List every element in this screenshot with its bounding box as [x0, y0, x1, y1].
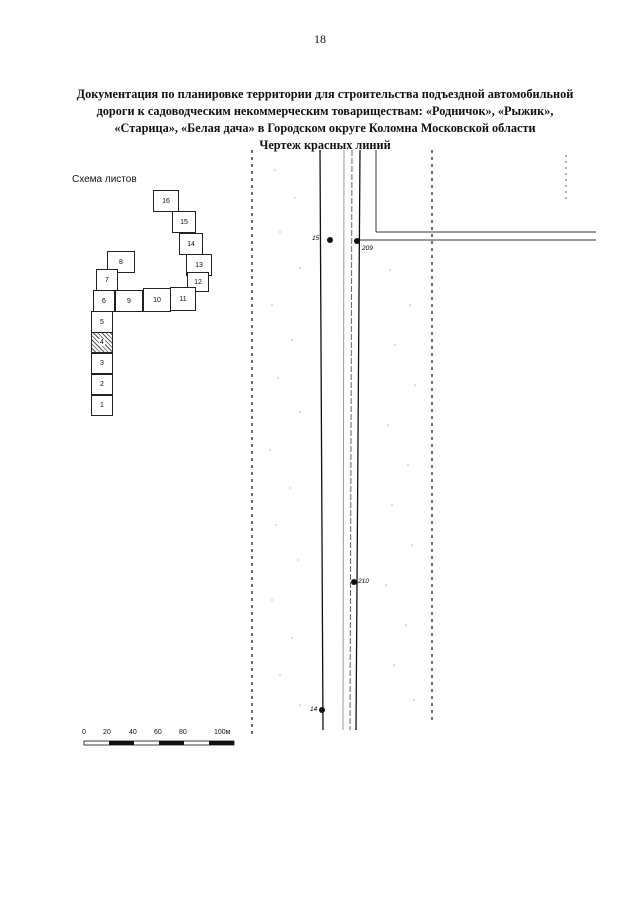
drawing-title: Чертеж красных линий: [259, 138, 391, 152]
sheet-3[interactable]: 3: [91, 353, 113, 374]
title-line: Документация по планировке территории дл…: [76, 87, 574, 101]
point-209-marker: [354, 238, 360, 244]
sheet-8[interactable]: 8: [107, 251, 135, 273]
scale-bar: [83, 740, 235, 746]
title-line: дороги к садоводческим некоммерческим то…: [96, 104, 554, 118]
sheet-4-current[interactable]: 4: [91, 332, 113, 353]
sheet-7[interactable]: 7: [96, 269, 118, 291]
sheet-15[interactable]: 15: [172, 211, 196, 233]
point-210-marker: [351, 579, 357, 585]
scale-bar-labels: 0 20 40 60 80 100м: [80, 729, 250, 741]
road-edge-line: [319, 149, 324, 731]
document-title: Документация по планировке территории дл…: [60, 86, 590, 154]
scale-label: 0: [82, 729, 86, 736]
point-label: 210: [357, 578, 369, 585]
scale-label: 60: [154, 729, 162, 736]
scale-label: 20: [103, 729, 111, 736]
sheet-11[interactable]: 11: [170, 287, 196, 311]
sheet-scheme-title: Схема листов: [72, 174, 137, 185]
road-axis-line: [349, 149, 353, 731]
scale-label: 100м: [214, 729, 231, 736]
page-number: 18: [314, 32, 326, 46]
red-line: [355, 149, 361, 731]
scale-label: 40: [129, 729, 137, 736]
sheet-16[interactable]: 16: [153, 190, 179, 212]
point-label: 14: [310, 706, 318, 713]
point-14-marker: [319, 707, 325, 713]
terrain-dots: [269, 169, 416, 706]
scale-label: 80: [179, 729, 187, 736]
sheet-9[interactable]: 9: [115, 290, 143, 312]
sheet-2[interactable]: 2: [91, 374, 113, 395]
point-15-marker: [327, 237, 333, 243]
sheet-1[interactable]: 1: [91, 395, 113, 416]
point-label: 209: [361, 245, 373, 252]
title-line: «Старица», «Белая дача» в Городском окру…: [114, 121, 536, 135]
point-label: 15: [312, 235, 320, 242]
road-axis-line: [342, 149, 345, 731]
